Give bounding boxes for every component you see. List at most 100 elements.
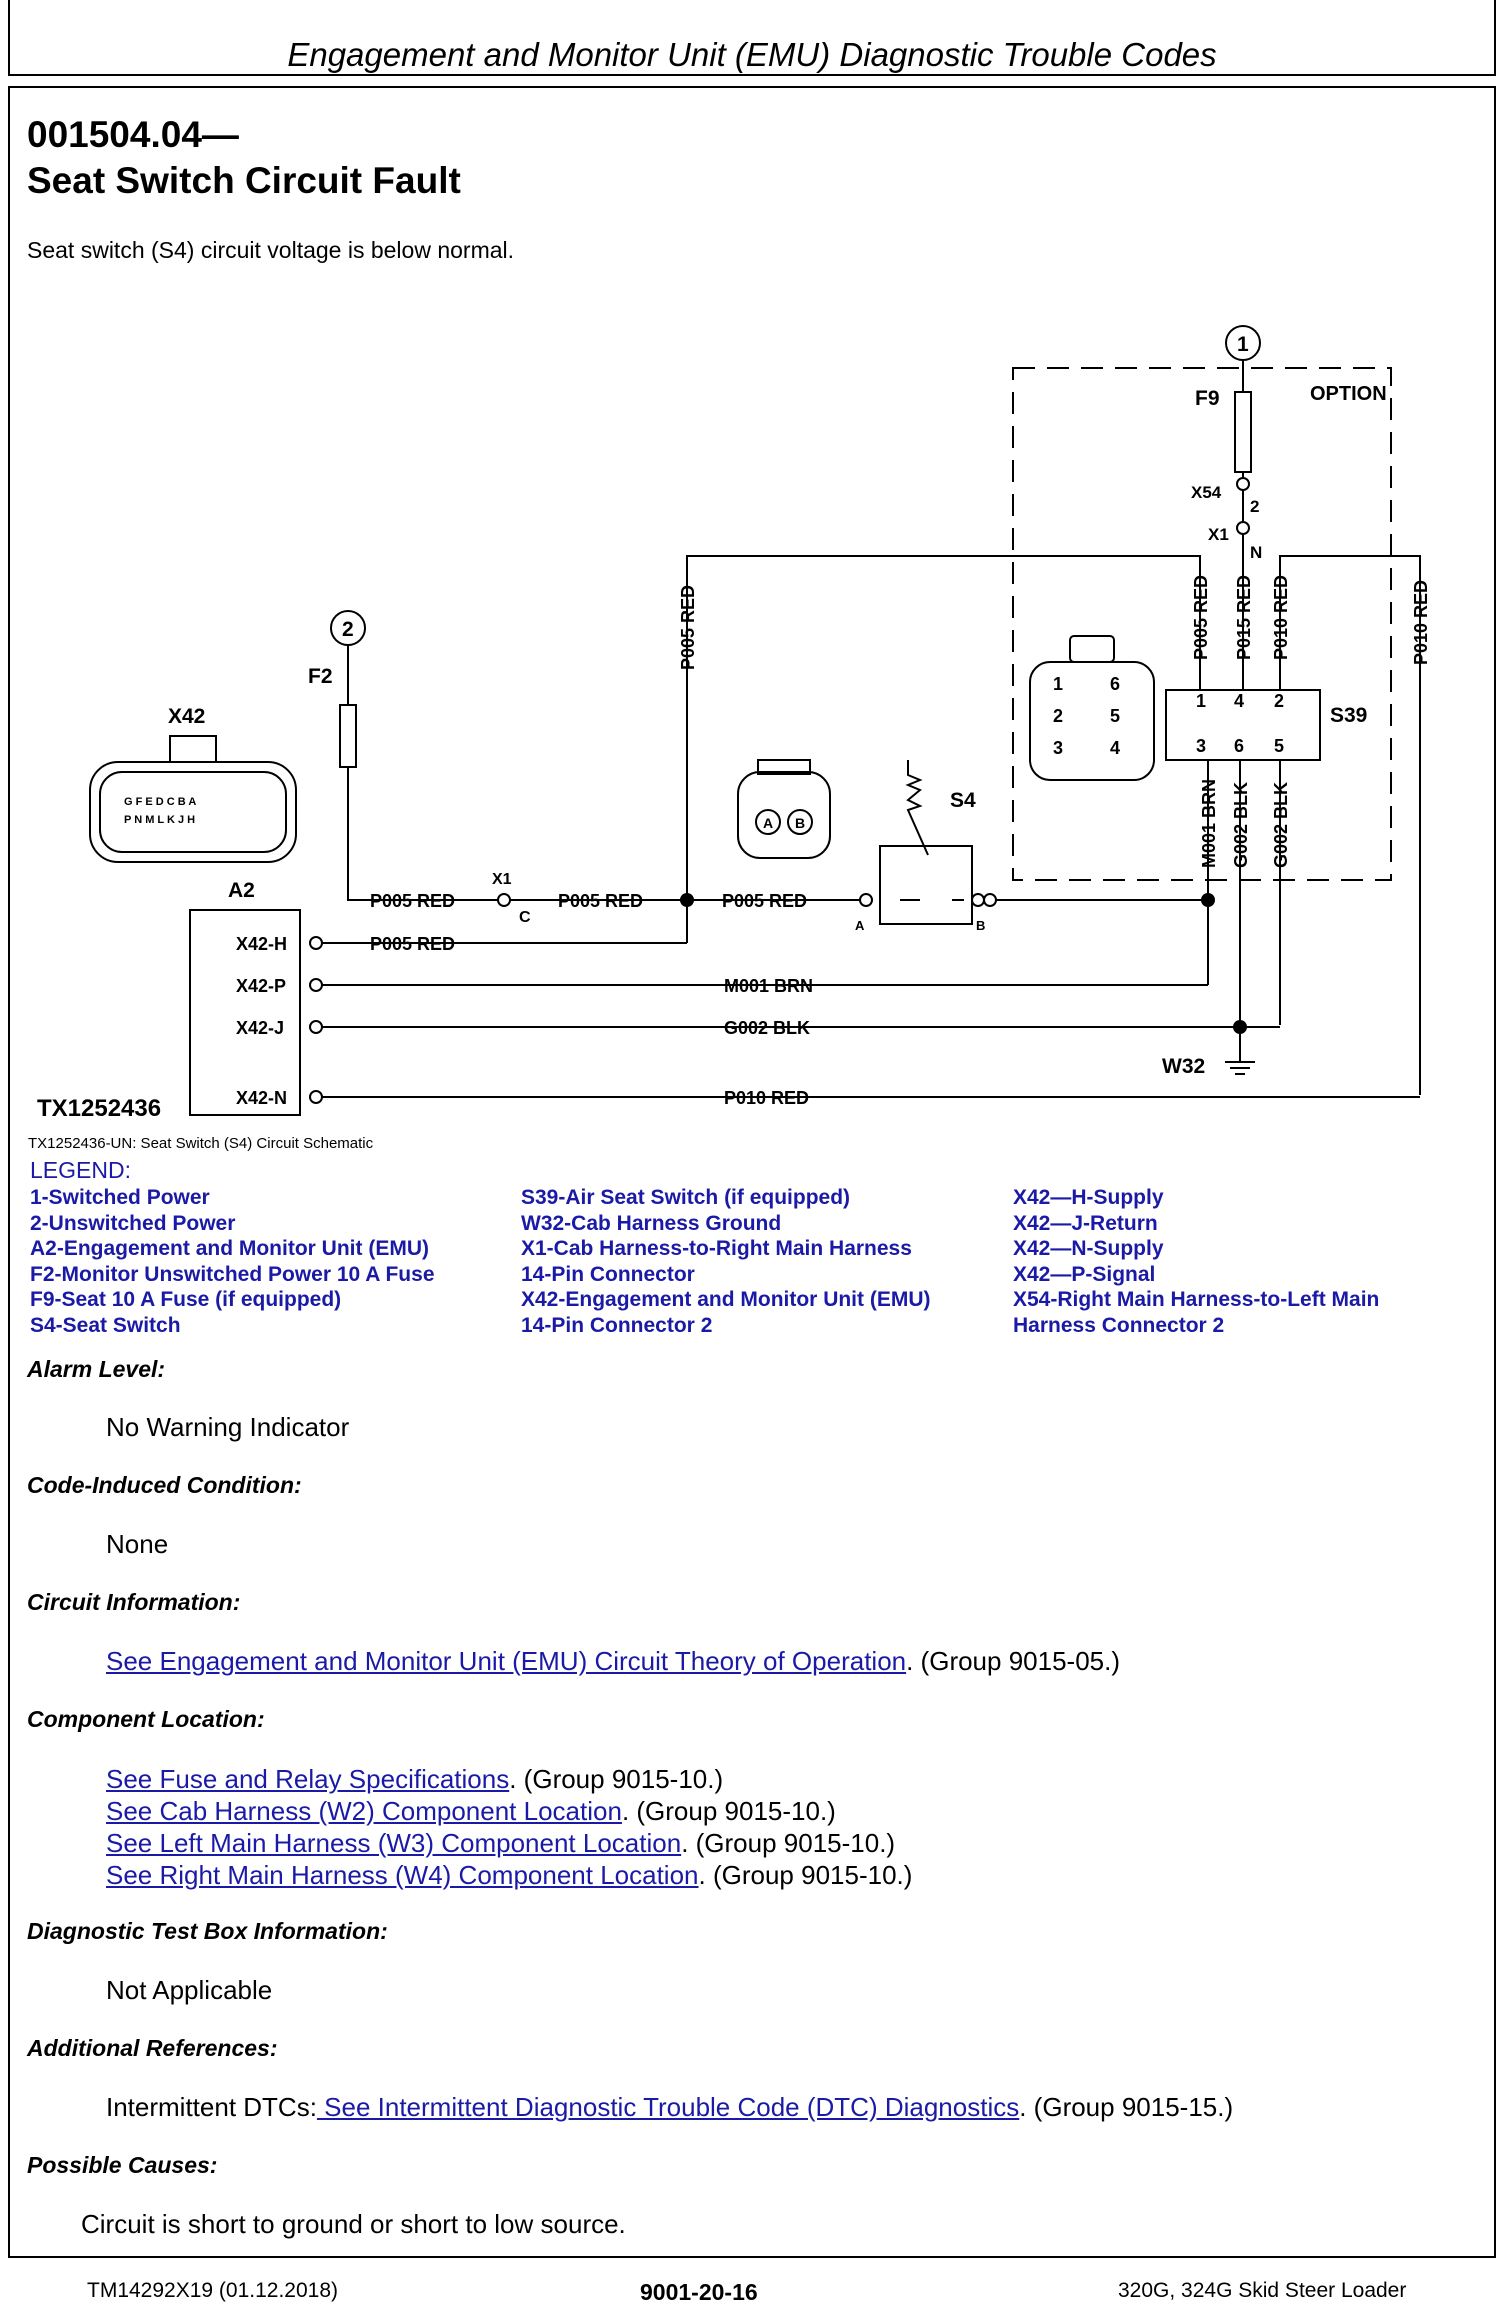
content-frame	[8, 86, 1496, 2258]
test-box-heading: Diagnostic Test Box Information:	[27, 1918, 388, 1944]
label-wire-g002-v2: G002 BLK	[1271, 782, 1291, 868]
legend-item: 14-Pin Connector 2	[521, 1313, 713, 1337]
s4-switch	[879, 845, 973, 925]
schematic-caption: TX1252436-UN: Seat Switch (S4) Circuit S…	[28, 1135, 374, 1152]
code-condition-heading: Code-Induced Condition:	[27, 1472, 302, 1498]
header-frame	[8, 0, 1496, 76]
dtc-title: Seat Switch Circuit Fault	[27, 160, 461, 201]
s39-switch	[1165, 689, 1321, 761]
legend-item: F9-Seat 10 A Fuse (if equipped)	[30, 1288, 342, 1311]
label-s39-pin-2: 2	[1274, 691, 1284, 711]
label-conn6-4: 4	[1110, 738, 1120, 758]
label-wire-p010-v: P010 RED	[1411, 580, 1431, 665]
fuse-relay-link[interactable]: See Fuse and Relay Specifications	[106, 1764, 510, 1794]
label-circle-2: 2	[342, 618, 354, 641]
link-suffix: . (Group 9015-10.)	[698, 1860, 913, 1890]
label-f2: F2	[308, 665, 333, 688]
legend-column-3: X42—H-Supply X42—J-Return X42—N-Supply X…	[1013, 1185, 1379, 1338]
x54-terminal	[1236, 477, 1250, 491]
legend-title: LEGEND:	[30, 1157, 131, 1183]
s4-connector	[737, 771, 831, 859]
references-prefix: Intermittent DTCs:	[106, 2092, 317, 2122]
intermittent-dtc-link[interactable]: See Intermittent Diagnostic Trouble Code…	[316, 2092, 1020, 2122]
left-harness-link[interactable]: See Left Main Harness (W3) Component Loc…	[106, 1828, 682, 1858]
component-location-item: See Cab Harness (W2) Component Location.…	[106, 1795, 912, 1827]
connector-6pin	[1029, 661, 1155, 781]
component-location-item: See Left Main Harness (W3) Component Loc…	[106, 1827, 912, 1859]
test-box-text: Not Applicable	[106, 1975, 273, 2005]
label-wire-p010-h: P010 RED	[724, 1088, 809, 1108]
circuit-info-heading: Circuit Information:	[27, 1589, 241, 1615]
component-location-item: See Right Main Harness (W4) Component Lo…	[106, 1859, 912, 1891]
label-wire-m001: M001 BRN	[724, 976, 813, 996]
footer-page-number: 9001-20-16	[640, 2279, 758, 2305]
legend-item: F2-Monitor Unswitched Power 10 A Fuse	[30, 1262, 435, 1286]
component-location-list: See Fuse and Relay Specifications . (Grou…	[106, 1763, 912, 1891]
legend-item: X42—J-Return	[1013, 1211, 1158, 1235]
footer-manual-id: TM14292X19 (01.12.2018)	[87, 2279, 339, 2302]
legend-item: X42—P-Signal	[1013, 1262, 1156, 1286]
label-conn6-1: 1	[1053, 674, 1063, 694]
legend-item: 1-Switched Power	[30, 1186, 210, 1209]
label-wire-p005-2: P005 RED	[558, 891, 643, 911]
additional-references-line: Intermittent DTCs: See Intermittent Diag…	[106, 2092, 1233, 2123]
legend-item: W32-Cab Harness Ground	[521, 1211, 782, 1235]
label-wire-g002-v1: G002 BLK	[1231, 782, 1251, 868]
legend-item: X42-Engagement and Monitor Unit (EMU)	[521, 1288, 931, 1311]
label-wire-p005-s39: P005 RED	[1191, 575, 1211, 660]
label-f9: F9	[1195, 387, 1220, 410]
label-pin-a: A	[855, 918, 865, 933]
label-conn-b: B	[795, 815, 805, 831]
label-x42-j: X42-J	[236, 1018, 284, 1038]
legend-item: 14-Pin Connector	[521, 1262, 695, 1286]
label-circle-1: 1	[1237, 333, 1249, 356]
possible-causes-text: Circuit is short to ground or short to l…	[81, 2209, 626, 2239]
label-s39-pin-5: 5	[1274, 736, 1284, 756]
circuit-info-line: See Engagement and Monitor Unit (EMU) Ci…	[106, 1646, 1120, 1677]
label-x1-top: X1	[1208, 525, 1229, 544]
dtc-description: Seat switch (S4) circuit voltage is belo…	[27, 237, 515, 263]
label-conn6-6: 6	[1110, 674, 1120, 694]
label-wire-m001-v: M001 BRN	[1199, 779, 1219, 868]
label-x42: X42	[168, 705, 205, 728]
label-conn6-3: 3	[1053, 738, 1063, 758]
option-box	[1012, 367, 1392, 881]
label-wire-g002: G002 BLK	[724, 1018, 810, 1038]
circuit-theory-link[interactable]: See Engagement and Monitor Unit (EMU) Ci…	[106, 1646, 907, 1676]
label-pin-b: B	[976, 918, 985, 933]
alarm-level-heading: Alarm Level:	[27, 1356, 166, 1382]
label-s39-pin-6: 6	[1234, 736, 1244, 756]
legend-item: X1-Cab Harness-to-Right Main Harness	[521, 1237, 912, 1260]
label-s4: S4	[950, 789, 976, 812]
label-conn-a: A	[763, 815, 773, 831]
label-option: OPTION	[1310, 383, 1387, 405]
legend-column-2: S39-Air Seat Switch (if equipped) W32-Ca…	[521, 1185, 931, 1338]
label-s39-pin-3: 3	[1196, 736, 1206, 756]
additional-references-heading: Additional References:	[27, 2035, 278, 2061]
x1-n-terminal	[1236, 521, 1250, 535]
label-conn6-5: 5	[1110, 706, 1120, 726]
references-suffix: . (Group 9015-15.)	[1019, 2092, 1234, 2122]
wire-p005-top	[686, 555, 1201, 905]
legend-item: X42—H-Supply	[1013, 1186, 1164, 1209]
label-x1-lower: X1	[492, 871, 512, 888]
x1-c-terminal	[497, 893, 511, 907]
label-s39-pin-1: 1	[1196, 691, 1206, 711]
label-wire-p005-1: P005 RED	[370, 891, 455, 911]
right-harness-link[interactable]: See Right Main Harness (W4) Component Lo…	[106, 1860, 699, 1890]
component-location-heading: Component Location:	[27, 1706, 265, 1732]
label-a2: A2	[228, 879, 255, 902]
legend-item: Harness Connector 2	[1013, 1313, 1225, 1337]
label-x42-pins-top: G F E D C B A	[124, 796, 196, 808]
label-x42-h: X42-H	[236, 934, 287, 954]
label-wire-p015: P015 RED	[1234, 575, 1254, 660]
label-w32: W32	[1162, 1055, 1205, 1078]
label-x1-top-pin: N	[1250, 543, 1262, 562]
s4-pin-a	[859, 893, 873, 907]
footer-model: 320G, 324G Skid Steer Loader	[1118, 2279, 1407, 2302]
circuit-info-suffix: . (Group 9015-05.)	[906, 1646, 1120, 1676]
label-wire-p005-v: P005 RED	[678, 585, 698, 670]
legend-item: S39-Air Seat Switch (if equipped)	[521, 1186, 851, 1209]
cab-harness-link[interactable]: See Cab Harness (W2) Component Location	[106, 1796, 622, 1826]
dtc-heading: 001504.04— Seat Switch Circuit Fault	[27, 112, 461, 204]
